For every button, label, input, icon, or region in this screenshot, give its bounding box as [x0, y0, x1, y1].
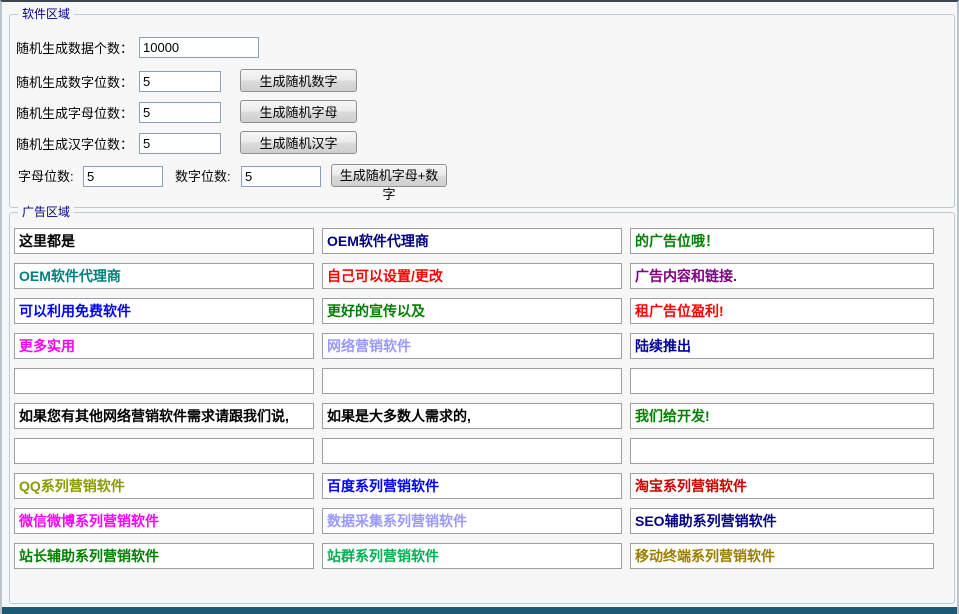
ad-cell-18[interactable]: [14, 438, 314, 464]
ad-cell-15[interactable]: 如果您有其他网络营销软件需求请跟我们说,: [14, 403, 314, 429]
ad-cell-1[interactable]: OEM软件代理商: [322, 228, 622, 254]
ad-cell-6[interactable]: 可以利用免费软件: [14, 298, 314, 324]
generate-random-letters-button[interactable]: 生成随机字母: [240, 100, 357, 123]
ad-cell-28[interactable]: 站群系列营销软件: [322, 543, 622, 569]
ad-cell-21[interactable]: QQ系列营销软件: [14, 473, 314, 499]
software-section-title: 软件区域: [18, 7, 75, 21]
ad-cell-4[interactable]: 自己可以设置/更改: [322, 263, 622, 289]
ad-cell-13[interactable]: [322, 368, 622, 394]
combo-letter-label: 字母位数:: [18, 169, 74, 184]
letter-length-label: 随机生成字母位数：: [16, 106, 134, 121]
ad-cell-3[interactable]: OEM软件代理商: [14, 263, 314, 289]
ad-cell-23[interactable]: 淘宝系列营销软件: [630, 473, 934, 499]
combo-digit-label: 数字位数:: [175, 169, 231, 184]
generate-random-hanzi-button[interactable]: 生成随机汉字: [240, 131, 357, 154]
ad-cell-9[interactable]: 更多实用: [14, 333, 314, 359]
combo-letter-input[interactable]: [83, 166, 163, 187]
ad-cell-7[interactable]: 更好的宣传以及: [322, 298, 622, 324]
window-frame-bottom: [2, 607, 957, 614]
ad-cell-26[interactable]: SEO辅助系列营销软件: [630, 508, 934, 534]
ad-cell-5[interactable]: 广告内容和链接.: [630, 263, 934, 289]
hanzi-length-input[interactable]: [139, 133, 221, 154]
ad-section: 广告区域: [9, 205, 955, 604]
data-count-input[interactable]: [139, 37, 259, 58]
ad-cell-29[interactable]: 移动终端系列营销软件: [630, 543, 934, 569]
generate-letters-digits-button[interactable]: 生成随机字母+数字: [331, 164, 447, 202]
ad-cell-12[interactable]: [14, 368, 314, 394]
combo-digit-input[interactable]: [241, 166, 321, 187]
ad-section-title: 广告区域: [18, 205, 75, 219]
ad-cell-8[interactable]: 租广告位盈利!: [630, 298, 934, 324]
ad-cell-16[interactable]: 如果是大多数人需求的,: [322, 403, 622, 429]
ad-cell-10[interactable]: 网络营销软件: [322, 333, 622, 359]
ad-cell-27[interactable]: 站长辅助系列营销软件: [14, 543, 314, 569]
ad-cell-22[interactable]: 百度系列营销软件: [322, 473, 622, 499]
digit-length-input[interactable]: [139, 71, 221, 92]
data-count-label: 随机生成数据个数：: [16, 41, 134, 56]
software-section: 软件区域 随机生成数据个数： 随机生成数字位数： 生成随机数字 随机生成字母位数…: [9, 7, 955, 208]
ad-cell-20[interactable]: [630, 438, 934, 464]
ad-cell-17[interactable]: 我们给开发!: [630, 403, 934, 429]
digit-length-label: 随机生成数字位数：: [16, 75, 134, 90]
ad-cell-19[interactable]: [322, 438, 622, 464]
ad-cell-0[interactable]: 这里都是: [14, 228, 314, 254]
ad-cell-11[interactable]: 陆续推出: [630, 333, 934, 359]
letter-length-input[interactable]: [139, 102, 221, 123]
generate-random-digits-button[interactable]: 生成随机数字: [240, 69, 357, 92]
ad-cell-14[interactable]: [630, 368, 934, 394]
ad-cell-2[interactable]: 的广告位哦！: [630, 228, 934, 254]
hanzi-length-label: 随机生成汉字位数：: [16, 137, 134, 152]
ad-cell-25[interactable]: 数据采集系列营销软件: [322, 508, 622, 534]
ad-cell-24[interactable]: 微信微博系列营销软件: [14, 508, 314, 534]
